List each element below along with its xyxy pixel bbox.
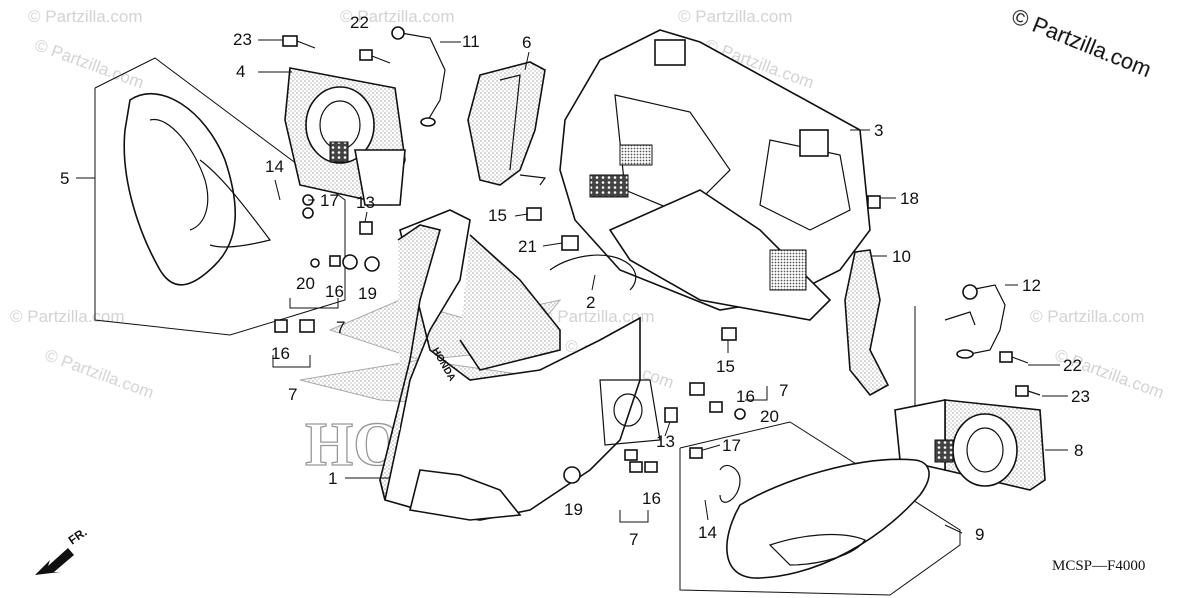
callout-19: 19 bbox=[564, 500, 583, 519]
part-1-lower-center-cover: HONDA bbox=[379, 209, 661, 521]
part-3-inner-cover bbox=[559, 29, 871, 321]
callout-13: 13 bbox=[356, 193, 375, 212]
watermark: © Partzilla.com bbox=[340, 7, 455, 26]
callout-14: 14 bbox=[265, 157, 284, 176]
callout-15: 15 bbox=[488, 206, 507, 225]
callout-6: 6 bbox=[522, 33, 531, 52]
front-direction-indicator: FR. bbox=[35, 525, 90, 575]
leader-lines bbox=[76, 39, 1068, 534]
right-pocket-assembly-outline bbox=[679, 421, 961, 596]
callout-5: 5 bbox=[60, 169, 69, 188]
callout-23: 23 bbox=[1071, 387, 1090, 406]
callout-16: 16 bbox=[325, 282, 344, 301]
callout-11: 11 bbox=[462, 32, 480, 51]
part-2-wire bbox=[549, 254, 637, 291]
front-arrow-icon bbox=[35, 548, 74, 575]
callout-22: 22 bbox=[350, 13, 369, 32]
watermark: © Partzilla.com bbox=[540, 307, 655, 326]
callout-16: 16 bbox=[271, 344, 290, 363]
callout-17: 17 bbox=[320, 191, 339, 210]
watermark: © Partzilla.com bbox=[28, 7, 143, 26]
callout-20: 20 bbox=[760, 407, 779, 426]
part-12-bracket bbox=[944, 284, 1006, 359]
callout-20: 20 bbox=[296, 274, 315, 293]
watermark: © Partzilla.com bbox=[42, 345, 156, 402]
callout-22: 22 bbox=[1063, 356, 1082, 375]
callout-labels: 23 22 11 6 4 5 14 17 13 20 16 19 7 16 7 … bbox=[60, 13, 1090, 549]
watermark: © Partzilla.com bbox=[678, 7, 793, 26]
part-5-left-pocket-cover bbox=[123, 93, 272, 286]
callout-17: 17 bbox=[722, 436, 741, 455]
part-8-right-speaker bbox=[894, 399, 1046, 491]
part-6-left-inner-panel bbox=[467, 61, 547, 186]
watermark: © Partzilla.com bbox=[1030, 307, 1145, 326]
callout-18: 18 bbox=[900, 189, 919, 208]
callout-19: 19 bbox=[358, 284, 377, 303]
callout-7: 7 bbox=[288, 385, 297, 404]
callout-15: 15 bbox=[716, 357, 735, 376]
part-9-right-pocket-cover bbox=[719, 458, 930, 579]
callout-4: 4 bbox=[236, 62, 245, 81]
callout-9: 9 bbox=[975, 525, 984, 544]
copyright-text: © Partzilla.com bbox=[1008, 3, 1155, 82]
callout-3: 3 bbox=[874, 121, 883, 140]
diagram-code: MCSP—F4000 bbox=[1052, 558, 1145, 574]
part-11-bracket bbox=[391, 26, 446, 127]
callout-7: 7 bbox=[629, 530, 638, 549]
callout-10: 10 bbox=[892, 247, 911, 266]
callout-1: 1 bbox=[328, 469, 337, 488]
callout-12: 12 bbox=[1022, 276, 1041, 295]
left-pocket-assembly-outline bbox=[94, 57, 346, 336]
callout-23: 23 bbox=[233, 30, 252, 49]
callout-8: 8 bbox=[1074, 441, 1083, 460]
watermark: © Partzilla.com bbox=[32, 35, 146, 92]
callout-2: 2 bbox=[586, 293, 595, 312]
callout-13: 13 bbox=[656, 432, 675, 451]
part-4-left-speaker bbox=[284, 67, 406, 206]
callout-7: 7 bbox=[779, 381, 788, 400]
callout-21: 21 bbox=[518, 237, 537, 256]
direction-label: FR. bbox=[66, 525, 90, 548]
callout-16: 16 bbox=[736, 387, 755, 406]
part-10-right-inner-panel bbox=[844, 249, 890, 397]
callout-14: 14 bbox=[698, 523, 717, 542]
watermark: © Partzilla.com bbox=[10, 307, 125, 326]
callout-16: 16 bbox=[642, 489, 661, 508]
callout-7: 7 bbox=[336, 318, 345, 337]
